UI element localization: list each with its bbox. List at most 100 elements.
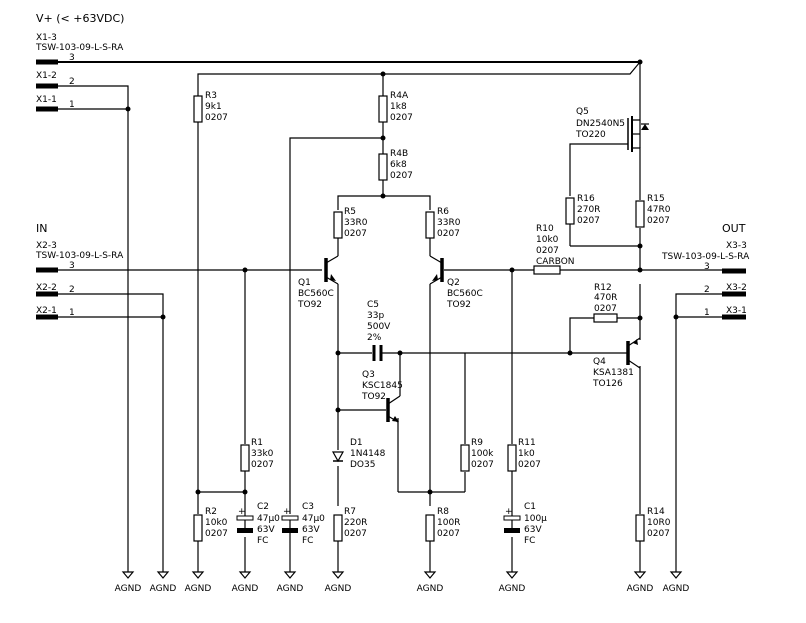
resistor-r14: R14 10R0 0207 (635, 507, 671, 542)
svg-text:0207: 0207 (518, 460, 541, 470)
connector-x3: X3-3 TSW-103-09-L-S-RA 3 X3-2 2 X3-1 1 (661, 241, 750, 320)
junction (427, 489, 433, 495)
x1-2-pin-num: 2 (69, 77, 75, 87)
junction (160, 314, 166, 320)
svg-text:100µ: 100µ (524, 514, 547, 524)
svg-text:470R: 470R (594, 293, 617, 303)
svg-text:R3: R3 (205, 91, 217, 101)
junction (637, 315, 643, 321)
svg-text:270R: 270R (577, 205, 600, 215)
svg-text:100R: 100R (437, 518, 460, 528)
output-label: OUT (722, 222, 746, 235)
x2-3-part: TSW-103-09-L-S-RA (35, 251, 124, 261)
svg-text:R9: R9 (471, 438, 483, 448)
svg-text:R14: R14 (647, 507, 665, 517)
svg-text:63V: 63V (257, 525, 275, 535)
resistor-r16: R16 270R 0207 (565, 194, 600, 226)
svg-text:FC: FC (257, 536, 268, 546)
resistor-r4a: R4A 1k8 0207 (378, 91, 413, 123)
junction (673, 314, 679, 320)
svg-text:0207: 0207 (647, 216, 670, 226)
svg-text:KSA1381: KSA1381 (593, 368, 634, 378)
svg-text:1N4148: 1N4148 (350, 449, 386, 459)
svg-text:0207: 0207 (437, 229, 460, 239)
svg-text:6k8: 6k8 (390, 160, 407, 170)
x3-2-ref: X3-2 (726, 283, 747, 293)
x3-1-ref: X3-1 (726, 306, 747, 316)
ground-label: AGND (417, 584, 444, 594)
junction (637, 267, 643, 273)
junction (335, 407, 341, 413)
junctions (125, 59, 679, 495)
svg-text:R11: R11 (518, 438, 536, 448)
resistor-r4b: R4B 6k8 0207 (378, 149, 413, 181)
resistor-r12: R12 470R 0207 (593, 283, 618, 323)
x3-3-part: TSW-103-09-L-S-RA (661, 252, 750, 262)
capacitor-c1: + C1 100µ 63V FC (503, 502, 547, 546)
junction (335, 350, 341, 356)
x2-1-pin-num: 1 (69, 308, 75, 318)
resistor-r2: R2 10k0 0207 (193, 507, 228, 542)
svg-text:R4B: R4B (390, 149, 408, 159)
svg-text:500V: 500V (367, 322, 391, 332)
capacitor-c5: C5 33p 500V 2% (367, 300, 391, 361)
junction (637, 59, 643, 65)
x1-3-ref: X1-3 (36, 33, 57, 43)
transistor-q4: Q4 KSA1381 TO126 (592, 337, 641, 389)
ground-label: AGND (277, 584, 304, 594)
svg-text:1k8: 1k8 (390, 102, 407, 112)
svg-text:TO220: TO220 (575, 130, 606, 140)
svg-text:10k0: 10k0 (536, 235, 559, 245)
svg-text:R2: R2 (205, 507, 217, 517)
svg-text:BC560C: BC560C (298, 289, 334, 299)
ground-label: AGND (627, 584, 654, 594)
capacitor-c3: + C3 47µ0 63V FC (281, 502, 325, 546)
ground-symbol: AGND (150, 571, 176, 594)
svg-text:0207: 0207 (577, 216, 600, 226)
svg-text:C3: C3 (302, 502, 314, 512)
svg-text:R5: R5 (344, 207, 356, 217)
svg-text:47µ0: 47µ0 (302, 514, 325, 524)
x1-2-ref: X1-2 (36, 71, 57, 81)
x2-2-pin-num: 2 (69, 285, 75, 295)
diode-d1: D1 1N4148 DO35 (331, 438, 386, 470)
svg-text:Q3: Q3 (362, 370, 375, 380)
ground-label: AGND (325, 584, 352, 594)
ground-label: AGND (185, 584, 212, 594)
svg-text:FC: FC (302, 536, 313, 546)
svg-text:Q5: Q5 (576, 107, 589, 117)
svg-text:Q2: Q2 (447, 278, 460, 288)
svg-text:33p: 33p (367, 311, 384, 321)
svg-text:C5: C5 (367, 300, 379, 310)
svg-text:DO35: DO35 (350, 460, 375, 470)
svg-text:0207: 0207 (205, 529, 228, 539)
capacitor-c2: + C2 47µ0 63V FC (236, 502, 280, 546)
svg-text:10R0: 10R0 (647, 518, 671, 528)
junction (195, 489, 201, 495)
svg-text:R6: R6 (437, 207, 449, 217)
svg-text:9k1: 9k1 (205, 102, 222, 112)
ground-label: AGND (499, 584, 526, 594)
svg-text:33R0: 33R0 (344, 218, 368, 228)
svg-text:R15: R15 (647, 194, 665, 204)
svg-text:0207: 0207 (344, 529, 367, 539)
ground-symbol: AGND (627, 571, 654, 594)
svg-text:TO92: TO92 (361, 392, 386, 402)
svg-text:0207: 0207 (471, 460, 494, 470)
x3-1-pin-num: 1 (704, 308, 710, 318)
ground-label: AGND (232, 584, 259, 594)
svg-text:100k: 100k (471, 449, 494, 459)
svg-text:2%: 2% (367, 333, 382, 343)
x1-3-pin-num: 3 (69, 53, 75, 63)
svg-text:Q1: Q1 (298, 278, 311, 288)
connector-x2: X2-3 TSW-103-09-L-S-RA 3 X2-2 2 X2-1 1 (35, 241, 124, 320)
svg-text:R4A: R4A (390, 91, 409, 101)
wires (58, 61, 722, 572)
svg-text:0207: 0207 (647, 529, 670, 539)
x1-1-pin-num: 1 (69, 100, 75, 110)
svg-text:R16: R16 (577, 194, 595, 204)
junction (242, 489, 248, 495)
svg-text:0207: 0207 (536, 246, 559, 256)
input-label: IN (36, 222, 47, 235)
